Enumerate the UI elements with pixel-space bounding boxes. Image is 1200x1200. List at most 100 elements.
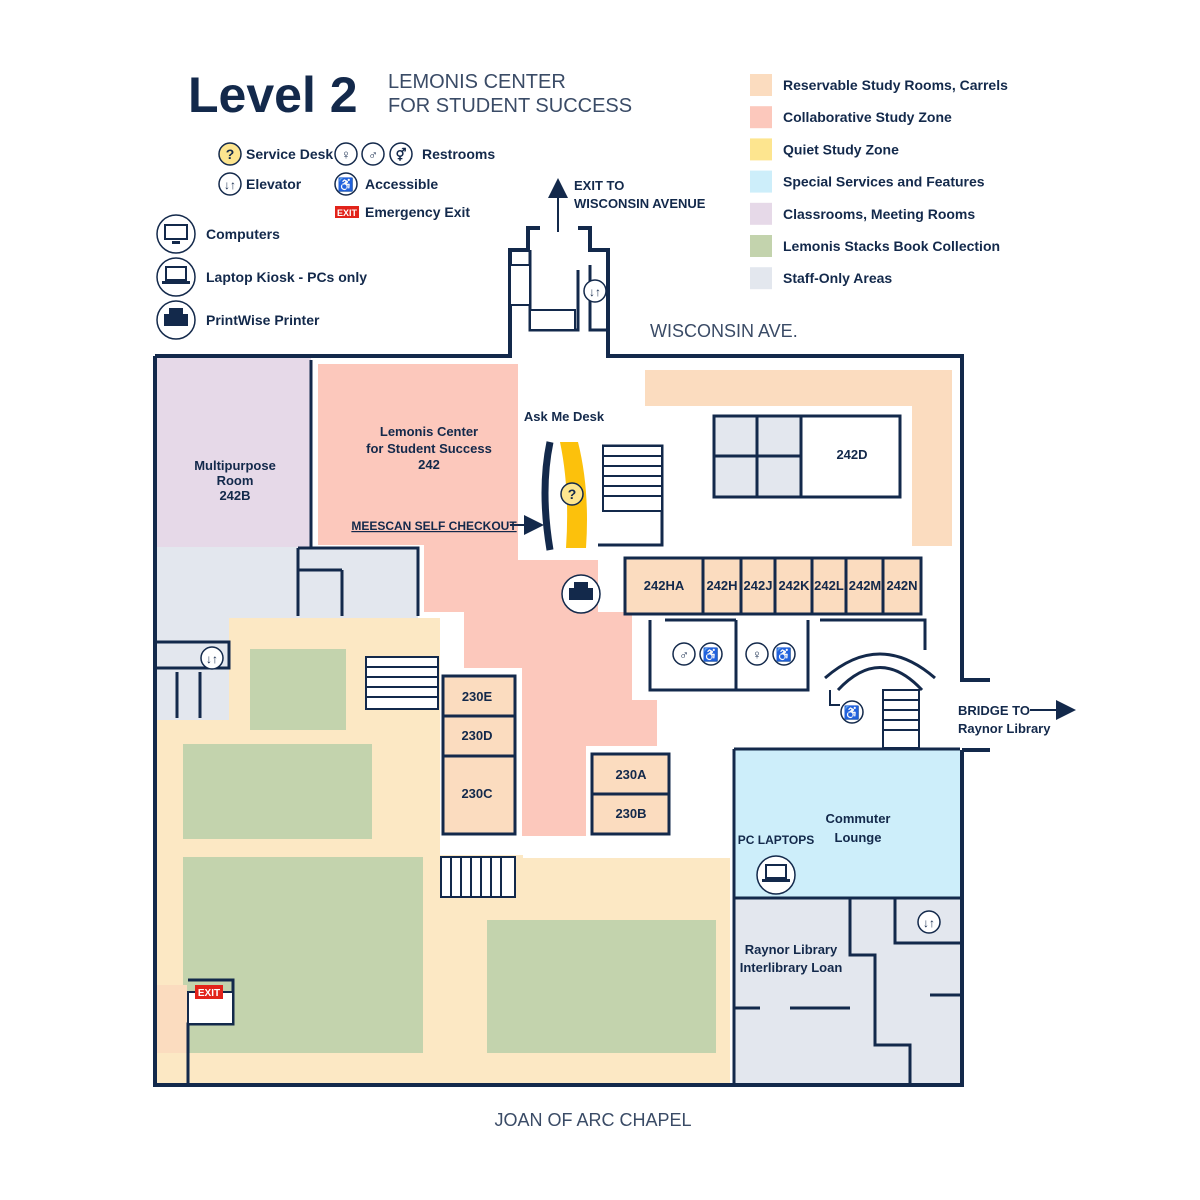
exit-badge-icon [335, 206, 359, 218]
womens-restroom-icon [745, 642, 769, 666]
level-title: Level 2 [188, 67, 358, 123]
exit-label-1: EXIT TO [574, 178, 624, 193]
computer-icon [156, 214, 196, 254]
legend-service-desk: Service Desk [246, 146, 333, 162]
legend-swatch [750, 170, 772, 193]
svg-text:230B: 230B [615, 806, 646, 821]
zone-legend: Reservable Study Rooms, CarrelsCollabora… [750, 74, 1008, 290]
svg-text:Interlibrary Loan: Interlibrary Loan [740, 960, 843, 975]
svg-text:↓↑: ↓↑ [206, 652, 218, 666]
legend-computers: Computers [206, 226, 280, 242]
svg-text:EXIT: EXIT [337, 208, 358, 218]
svg-text:Commuter: Commuter [825, 811, 890, 826]
laptop-icon [156, 257, 196, 297]
svg-text:242HA: 242HA [644, 578, 685, 593]
elevator-icon [218, 172, 242, 196]
stacks-2 [183, 744, 372, 839]
svg-text:♿: ♿ [776, 647, 792, 662]
svg-text:Room: Room [217, 473, 254, 488]
svg-text:↓↑: ↓↑ [224, 178, 236, 192]
legend-emergency-exit: Emergency Exit [365, 204, 470, 220]
svg-text:?: ? [226, 146, 235, 162]
symbol-legend: ? Service Desk ♀ ♂ ⚥ Restrooms ↓↑ Elevat… [156, 142, 495, 340]
ask-me-counter [541, 441, 554, 551]
svg-text:Raynor Library: Raynor Library [745, 942, 838, 957]
legend-zone-label: Reservable Study Rooms, Carrels [783, 77, 1008, 93]
service-desk-icon [218, 142, 242, 166]
meescan-label: MEESCAN SELF CHECKOUT [351, 519, 517, 533]
accessible-icon [699, 642, 723, 666]
legend-zone-label: Quiet Study Zone [783, 141, 899, 157]
elevator-icon [200, 646, 224, 670]
exit-label-2: WISCONSIN AVENUE [574, 196, 706, 211]
legend-swatch [750, 202, 772, 225]
svg-text:242: 242 [418, 457, 440, 472]
svg-text:230D: 230D [461, 728, 492, 743]
legend-swatch [750, 267, 772, 290]
legend-accessible: Accessible [365, 176, 438, 192]
svg-text:♀: ♀ [752, 647, 762, 662]
legend-elevator: Elevator [246, 176, 302, 192]
accessible-icon [772, 642, 796, 666]
svg-text:Lounge: Lounge [835, 830, 882, 845]
svg-text:242N: 242N [886, 578, 917, 593]
ask-me-desk-label: Ask Me Desk [524, 409, 605, 424]
service-desk-icon[interactable] [560, 482, 584, 506]
svg-text:♀: ♀ [341, 147, 351, 162]
legend-zone-label: Classrooms, Meeting Rooms [783, 206, 975, 222]
svg-text:♿: ♿ [844, 705, 860, 720]
legend-swatch [750, 138, 772, 161]
svg-text:242L: 242L [814, 578, 844, 593]
carrels-north [645, 370, 952, 546]
room-labels: Multipurpose Room 242B Lemonis Center fo… [194, 409, 917, 975]
mens-restroom-icon [672, 642, 696, 666]
accessible-icon [334, 172, 358, 196]
legend-zone-label: Lemonis Stacks Book Collection [783, 238, 1000, 254]
svg-text:242H: 242H [706, 578, 737, 593]
staff-area-north [157, 547, 418, 618]
building-subtitle-2: FOR STUDENT SUCCESS [388, 95, 632, 117]
wisconsin-ave-label: WISCONSIN AVE. [650, 321, 798, 341]
svg-text:230C: 230C [461, 786, 493, 801]
elevator-icon [917, 910, 941, 934]
svg-text:Multipurpose: Multipurpose [194, 458, 276, 473]
map-icons: ↓↑ ↓↑ ↓↑ ♂ ♿ ♀ ♿ ♿ EXIT [195, 279, 941, 999]
svg-text:for Student Success: for Student Success [366, 441, 492, 456]
svg-text:♿: ♿ [338, 177, 354, 192]
bridge-label-1: BRIDGE TO [958, 703, 1030, 718]
svg-text:242B: 242B [219, 488, 250, 503]
elevator-icon [583, 279, 607, 303]
lemonis-center-zone[interactable] [318, 364, 657, 836]
exterior-walls [153, 226, 990, 1087]
svg-text:242K: 242K [778, 578, 810, 593]
svg-text:242J: 242J [744, 578, 773, 593]
svg-text:Lemonis Center: Lemonis Center [380, 424, 478, 439]
study-room-row [625, 558, 921, 614]
legend-zone-label: Collaborative Study Zone [783, 109, 952, 125]
svg-text:⚥: ⚥ [396, 147, 407, 162]
svg-text:242D: 242D [836, 447, 867, 462]
legend-zone-label: Special Services and Features [783, 174, 985, 190]
legend-printer: PrintWise Printer [206, 312, 320, 328]
legend-swatch [750, 235, 772, 257]
stacks-4 [487, 920, 716, 1053]
restroom-icons: ♀ ♂ ⚥ [334, 142, 413, 166]
stacks-1 [250, 649, 346, 730]
emergency-exit-icon [195, 985, 223, 999]
svg-text:↓↑: ↓↑ [923, 916, 935, 930]
svg-text:♂: ♂ [368, 147, 378, 162]
legend-swatch [750, 74, 772, 96]
svg-text:↓↑: ↓↑ [589, 285, 601, 299]
svg-text:EXIT: EXIT [198, 988, 220, 999]
legend-laptop-kiosk: Laptop Kiosk - PCs only [206, 269, 367, 285]
svg-text:230A: 230A [615, 767, 647, 782]
multipurpose-room[interactable] [157, 358, 311, 547]
accessible-icon [840, 700, 864, 724]
legend-restrooms: Restrooms [422, 146, 495, 162]
bridge-label-2: Raynor Library [958, 721, 1051, 736]
legend-swatch [750, 106, 772, 129]
svg-text:?: ? [568, 486, 577, 502]
laptop-kiosk-icon [756, 855, 796, 895]
floor-zones [157, 358, 960, 1083]
